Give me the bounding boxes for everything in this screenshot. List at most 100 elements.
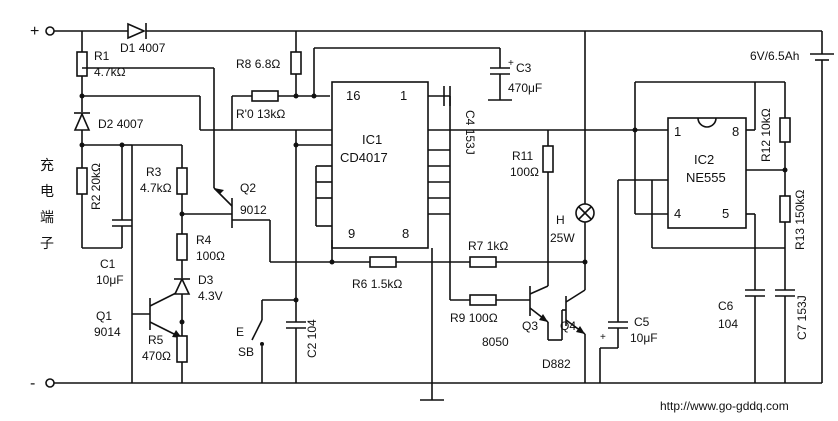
ic1-cd4017	[331, 81, 429, 249]
d3-ref: D3	[198, 273, 214, 287]
resistor-r13	[779, 195, 791, 223]
capacitor-c4	[443, 86, 451, 106]
resistor-r1	[76, 51, 88, 77]
q2-ref: Q2	[240, 181, 256, 195]
r2-label: R2 20kΩ	[89, 163, 103, 210]
resistor-r7	[469, 256, 497, 268]
resistor-r2	[76, 167, 88, 195]
push-switch-sb	[251, 319, 264, 346]
lamp-value: 25W	[550, 231, 575, 245]
resistor-r4	[176, 233, 188, 261]
r1-value: 4.7kΩ	[94, 65, 126, 79]
c6-value: 104	[718, 317, 738, 331]
capacitor-c6	[745, 289, 765, 297]
ic2-pin4: 4	[674, 206, 681, 221]
charge-port-label: 充 电 端 子	[40, 157, 54, 251]
resistor-r10	[251, 90, 279, 102]
capacitor-c3: +	[490, 58, 514, 75]
c1-ref: C1	[100, 257, 116, 271]
svg-text:+: +	[600, 332, 606, 343]
r3-ref: R3	[146, 165, 162, 179]
ic1-pin9: 9	[348, 226, 355, 241]
zener-d3	[173, 277, 191, 295]
r7-label: R7 1kΩ	[468, 239, 508, 253]
ic2-part: NE555	[686, 170, 726, 185]
r4-value: 100Ω	[196, 249, 225, 263]
c7-label: C7 153J	[795, 295, 809, 340]
svg-text:+: +	[508, 58, 514, 69]
plus-terminal	[45, 26, 55, 36]
r5-ref: R5	[148, 333, 164, 347]
ic2-ref: IC2	[694, 152, 714, 167]
r10-label: R'0 13kΩ	[236, 107, 285, 121]
minus-terminal-label: -	[30, 375, 35, 392]
resistor-r5	[176, 335, 188, 363]
ic1-ref: IC1	[362, 132, 382, 147]
r13-label: R13 150kΩ	[793, 190, 807, 250]
svg-text:充: 充	[40, 157, 54, 173]
transistor-q1	[132, 289, 183, 339]
switch-label-e: E	[236, 325, 244, 339]
minus-terminal	[45, 378, 55, 388]
d3-value: 4.3V	[198, 289, 223, 303]
resistor-r6	[369, 256, 397, 268]
c3-ref: C3	[516, 61, 532, 75]
resistor-r8	[290, 51, 302, 75]
r4-ref: R4	[196, 233, 212, 247]
c5-ref: C5	[634, 315, 650, 329]
c1-value: 10μF	[96, 273, 124, 287]
resistor-r12	[779, 117, 791, 143]
ic1-pin8: 8	[402, 226, 409, 241]
ic1-output-pins	[315, 149, 450, 227]
capacitor-c7	[775, 289, 795, 297]
q1-value: 9014	[94, 325, 121, 339]
r3-value: 4.7kΩ	[140, 181, 172, 195]
resistor-r11	[542, 145, 554, 173]
diode-d2	[73, 112, 91, 131]
svg-text:端: 端	[40, 209, 54, 225]
r1-ref: R1	[94, 49, 110, 63]
plus-terminal-label: +	[30, 23, 39, 40]
d2-label: D2 4007	[98, 117, 144, 131]
svg-text:电: 电	[40, 183, 54, 199]
resistor-r9	[469, 294, 497, 306]
c5-value: 10μF	[630, 331, 658, 345]
lamp-ref: H	[556, 213, 565, 227]
r6-label: R6 1.5kΩ	[352, 277, 402, 291]
c6-ref: C6	[718, 299, 734, 313]
ic2-pin8: 8	[732, 124, 739, 139]
q4-ref: Q4	[560, 319, 576, 333]
switch-label-sb: SB	[238, 345, 254, 359]
ic2-ne555	[667, 117, 747, 229]
ic2-pin5: 5	[722, 206, 729, 221]
lamp-h	[575, 203, 595, 223]
r11-value: 100Ω	[510, 165, 539, 179]
c2-label: C2 104	[305, 319, 319, 358]
q1-ref: Q1	[96, 309, 112, 323]
r5-value: 470Ω	[142, 349, 171, 363]
ic2-pin1: 1	[674, 124, 681, 139]
c4-label: C4 153J	[463, 110, 477, 155]
ic1-pin16: 16	[346, 88, 360, 103]
battery	[810, 31, 834, 383]
r11-ref: R11	[512, 149, 533, 163]
r8-label: R8 6.8Ω	[236, 57, 280, 71]
q3-value: 8050	[482, 335, 509, 349]
watermark-url: http://www.go-gddq.com	[660, 399, 789, 413]
d1-label: D1 4007	[120, 41, 166, 55]
capacitor-c2	[286, 321, 306, 329]
transistor-q4	[562, 289, 586, 335]
q3-ref: Q3	[522, 319, 538, 333]
resistor-r3	[176, 167, 188, 195]
q2-value: 9012	[240, 203, 267, 217]
r9-label: R9 100Ω	[450, 311, 498, 325]
diode-d1	[127, 22, 147, 40]
c3-value: 470μF	[508, 81, 542, 95]
svg-text:子: 子	[40, 235, 54, 251]
transistor-q2	[213, 187, 270, 228]
r12-label: R12 10kΩ	[759, 108, 773, 162]
ic1-part: CD4017	[340, 150, 388, 165]
q4-value: D882	[542, 357, 571, 371]
